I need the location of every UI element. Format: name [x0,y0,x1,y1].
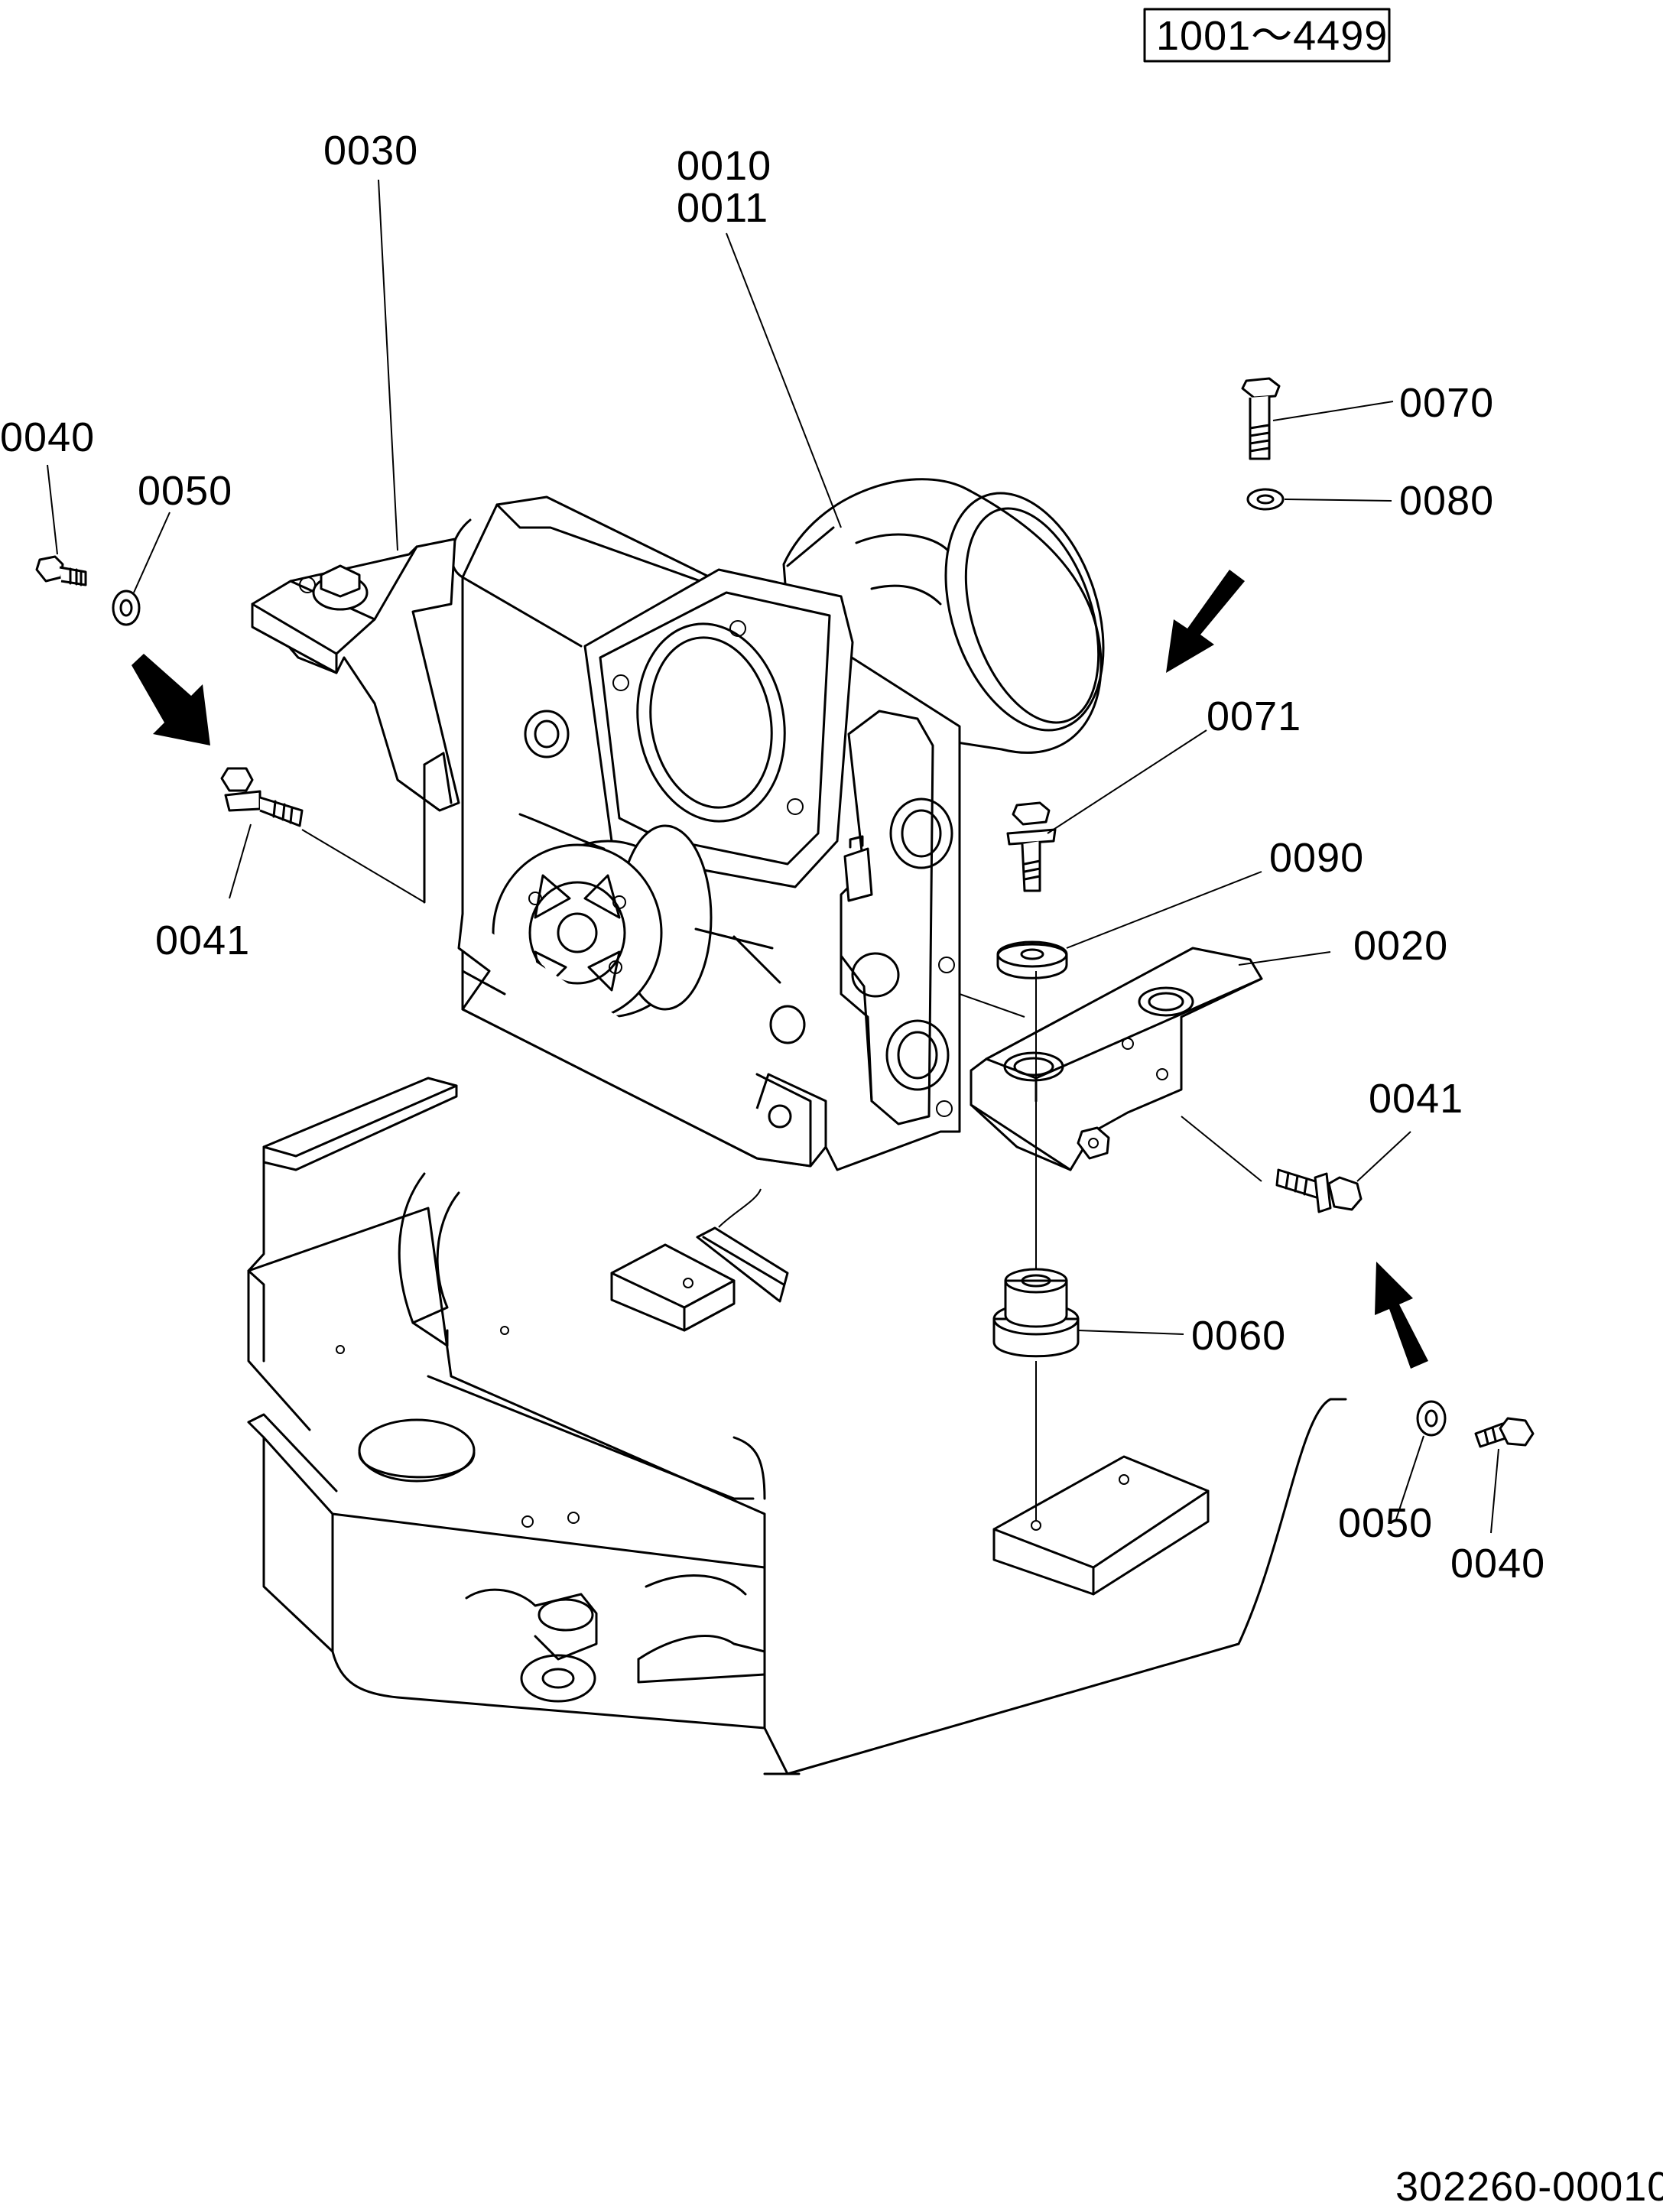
arrow-upper-right [1166,570,1245,673]
base-pad [992,1455,1210,1596]
bolt-0070 [1241,377,1281,460]
arrow-lower-right [1375,1262,1428,1369]
lock-washer-0050-right [1416,1400,1447,1437]
lock-washer-0080 [1246,488,1285,511]
engine-unit [432,478,1105,1171]
serial-range-box: 1001～4499 [1143,8,1391,63]
callout-0050-right: 0050 [1338,1500,1433,1546]
washer-0090 [996,940,1068,979]
mounting-frame [247,1077,1347,1775]
callout-0060: 0060 [1191,1313,1286,1359]
drawing-number: 302260-00010 [1395,2164,1663,2210]
callout-0041-left: 0041 [155,918,250,963]
lock-washer-0050-left [112,590,141,626]
callout-0030: 0030 [323,128,418,174]
callout-labels: 0030 0010 0011 0070 0080 0040 0050 0071 … [0,128,1545,1587]
callout-0040-right: 0040 [1450,1541,1545,1587]
bolt-0041-left [220,767,304,827]
bracket-0030 [251,538,460,904]
bolt-0040-left [35,555,87,586]
bolt-0071 [1006,801,1057,892]
callout-0090: 0090 [1269,835,1364,881]
callout-0070: 0070 [1399,380,1494,426]
arrow-left [132,654,210,745]
callout-0020: 0020 [1353,923,1448,969]
rubber-mount-0060 [992,1268,1080,1358]
assembly-arrows [132,570,1428,1369]
callout-0080: 0080 [1399,478,1494,524]
callout-0040-left: 0040 [0,414,95,460]
callout-0011: 0011 [677,185,768,231]
leader-lines [47,179,1499,1534]
serial-range-text: 1001～4499 [1156,13,1388,59]
callout-0010: 0010 [677,143,771,189]
callout-0071: 0071 [1207,693,1301,739]
bolt-0041-right [1275,1168,1363,1213]
mount-bracket-0020 [970,947,1263,1171]
callout-0041-right: 0041 [1369,1076,1463,1122]
callout-0050-left: 0050 [138,468,232,514]
bolt-0040-right [1474,1417,1535,1448]
